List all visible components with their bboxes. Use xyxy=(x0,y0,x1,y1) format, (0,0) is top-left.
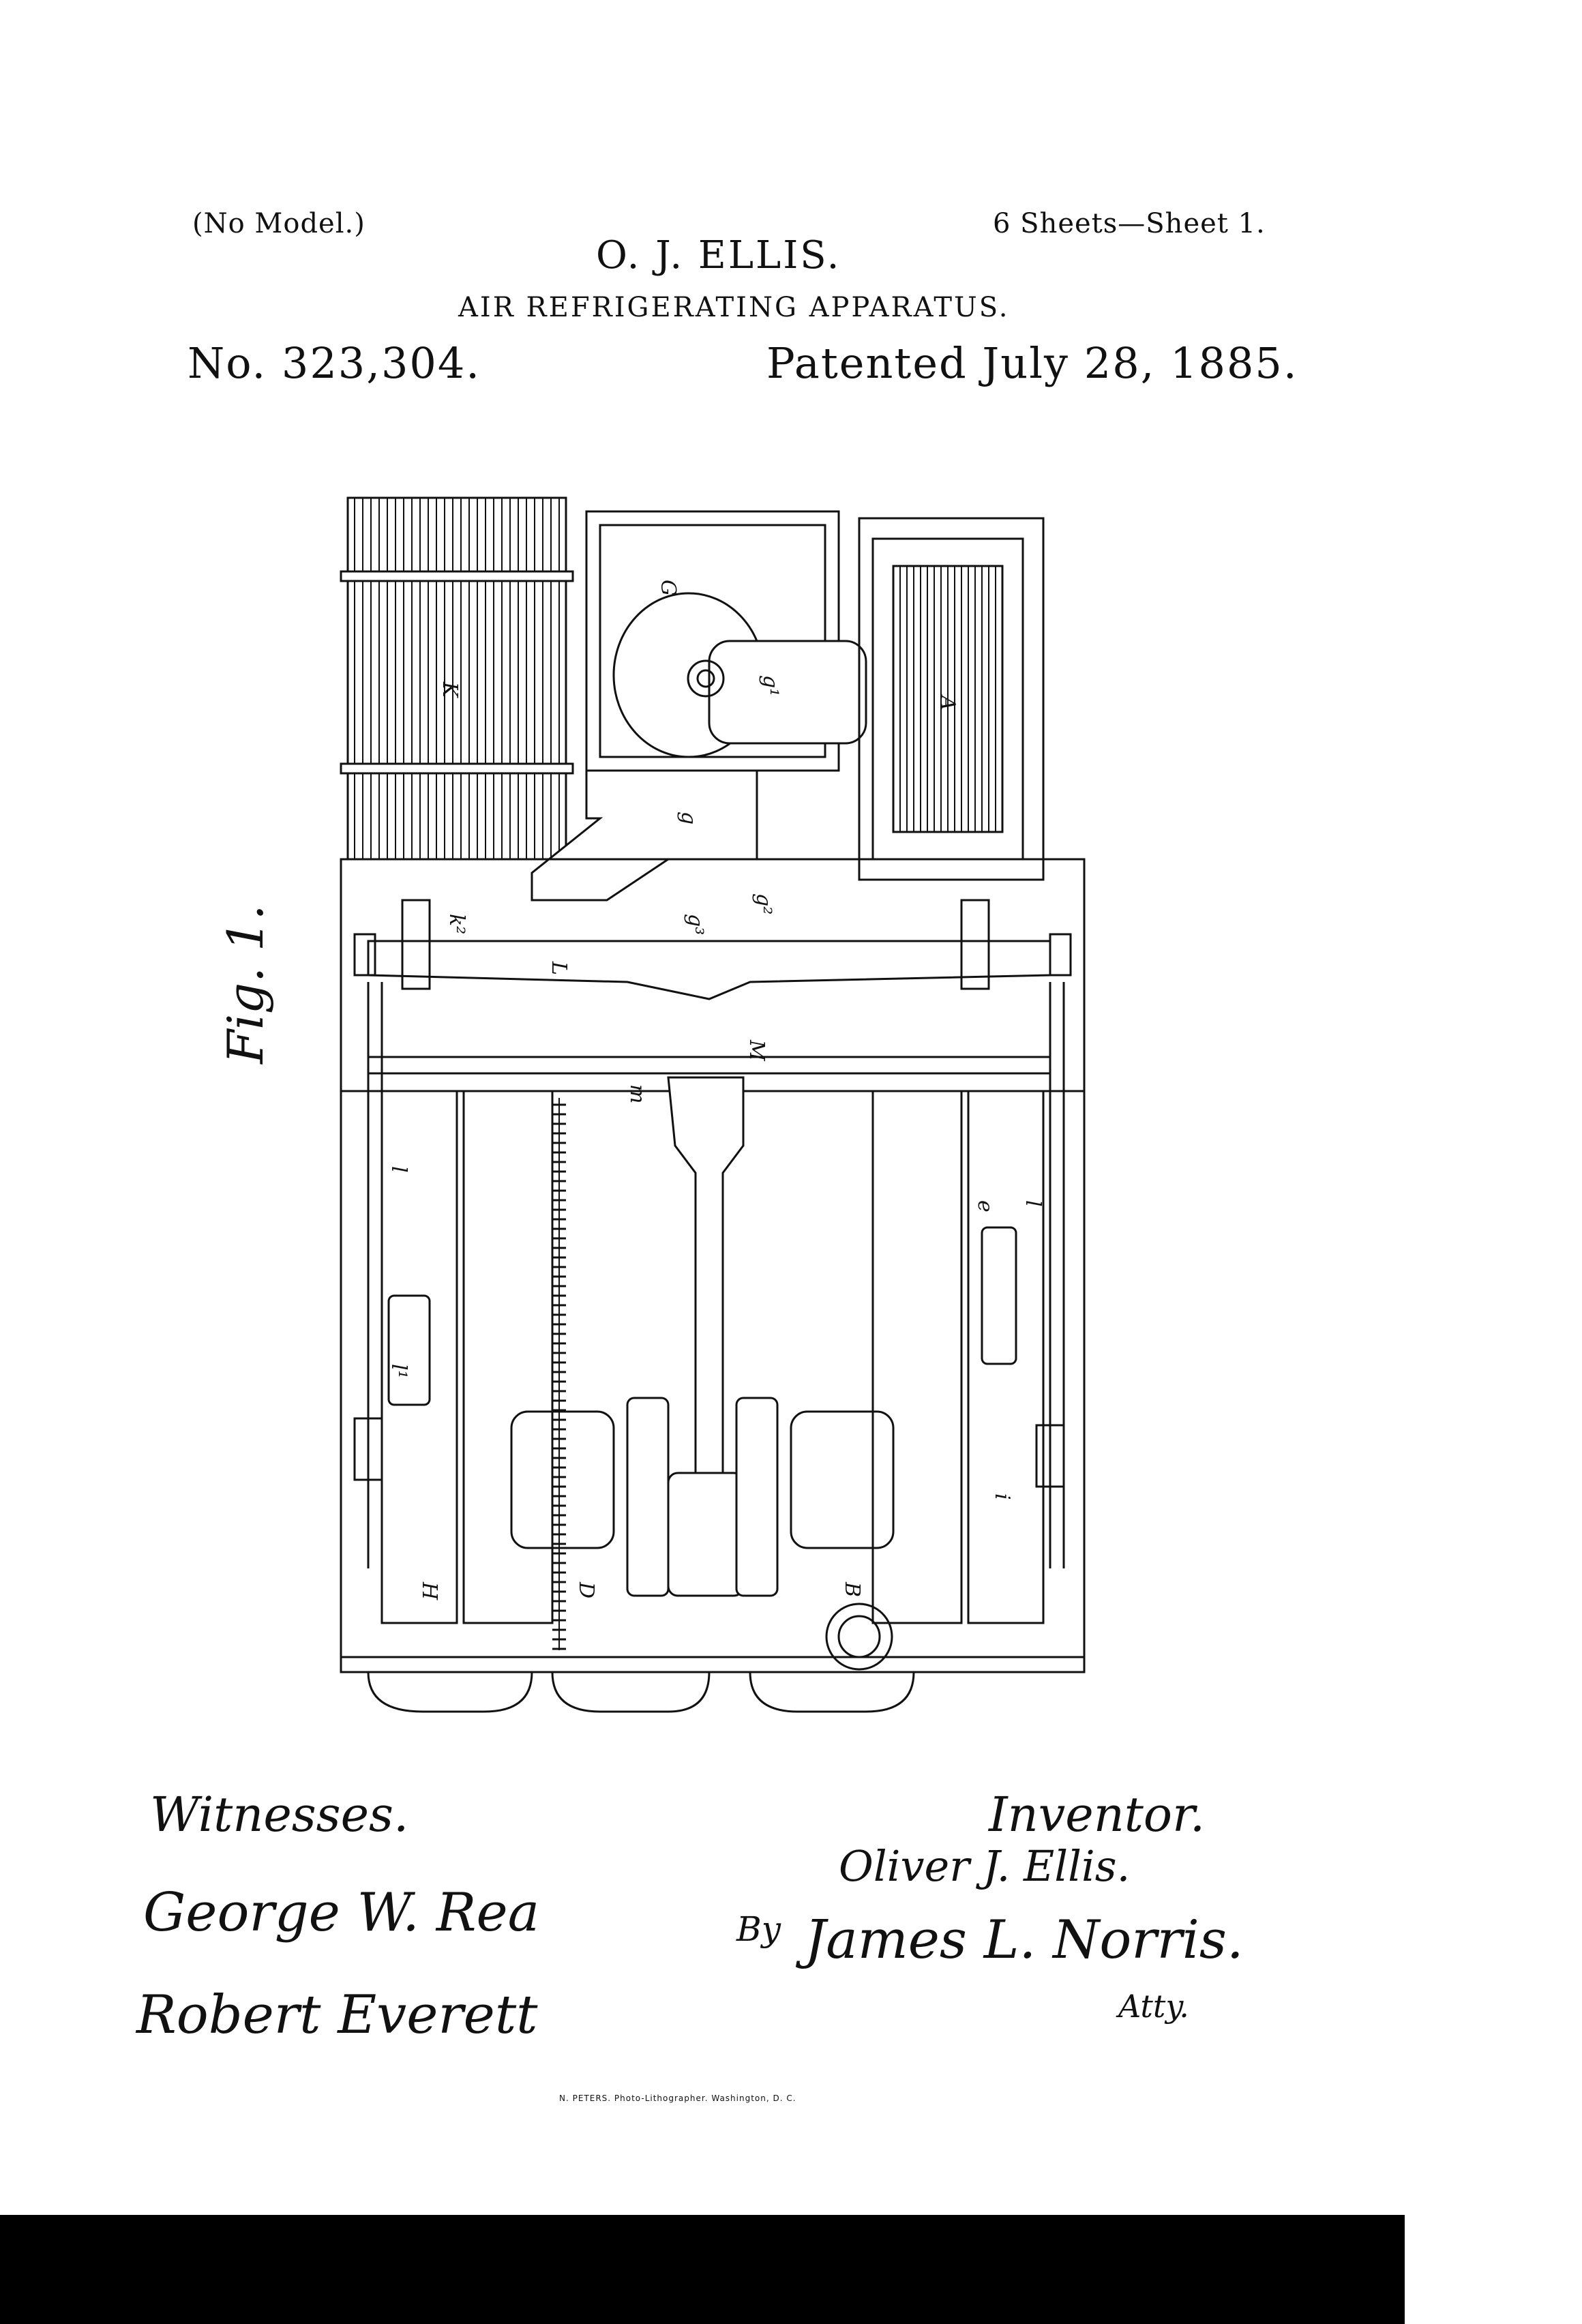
tank-k xyxy=(340,496,574,861)
patent-number: No. 323,304. xyxy=(188,338,481,388)
chamber-g xyxy=(585,510,867,772)
letter-m-upper: M xyxy=(745,1039,768,1062)
letter-e: e xyxy=(973,1200,997,1212)
letter-g3: g³ xyxy=(683,914,707,935)
letter-k: K xyxy=(438,681,462,698)
figure-label: Fig. 1. xyxy=(217,904,274,1064)
letter-b: B xyxy=(840,1581,864,1597)
letter-a: A xyxy=(936,694,959,711)
letter-l-right: l xyxy=(1021,1200,1045,1207)
sheets-note: 6 Sheets—Sheet 1. xyxy=(993,208,1266,239)
letter-g-upper: G xyxy=(656,580,680,596)
printer-credit: N. PETERS. Photo-Lithographer. Washingto… xyxy=(559,2094,796,2103)
letter-g2: g² xyxy=(751,893,775,914)
letter-d: D xyxy=(574,1581,598,1598)
inventor-label: Inventor. xyxy=(989,1787,1206,1843)
letter-g: g xyxy=(676,811,700,824)
atty-label: Atty. xyxy=(1118,1988,1189,2025)
pipe-g xyxy=(531,769,758,902)
letter-k2: k² xyxy=(445,914,468,934)
machine-frame xyxy=(340,858,1086,1713)
no-model-note: (No Model.) xyxy=(192,208,365,239)
letter-l1: l¹ xyxy=(387,1364,411,1379)
by-label: By xyxy=(736,1909,781,1949)
letter-l-crosshead: L xyxy=(547,961,571,975)
witness-signature-2: Robert Everett xyxy=(136,1984,538,2046)
inventor-heading: O. J. ELLIS. xyxy=(596,233,841,278)
witness-signature-1: George W. Rea xyxy=(143,1882,540,1943)
patent-title: AIR REFRIGERATING APPARATUS. xyxy=(458,292,1010,323)
letter-h: H xyxy=(417,1581,441,1600)
inventor-signature: Oliver J. Ellis. xyxy=(839,1841,1131,1891)
patent-date: Patented July 28, 1885. xyxy=(766,338,1298,388)
letter-g1: g¹ xyxy=(758,675,782,696)
scan-border xyxy=(0,2215,1405,2324)
letter-m: m xyxy=(625,1084,649,1103)
attorney-signature: James L. Norris. xyxy=(805,1909,1244,1971)
patent-drawing: K G g¹ A g k² L g² g³ M m l l¹ l e i H D… xyxy=(340,496,1086,1713)
letter-l: l xyxy=(387,1166,411,1173)
box-a xyxy=(858,517,1045,881)
letter-i: i xyxy=(990,1493,1014,1500)
witnesses-label: Witnesses. xyxy=(150,1787,409,1843)
